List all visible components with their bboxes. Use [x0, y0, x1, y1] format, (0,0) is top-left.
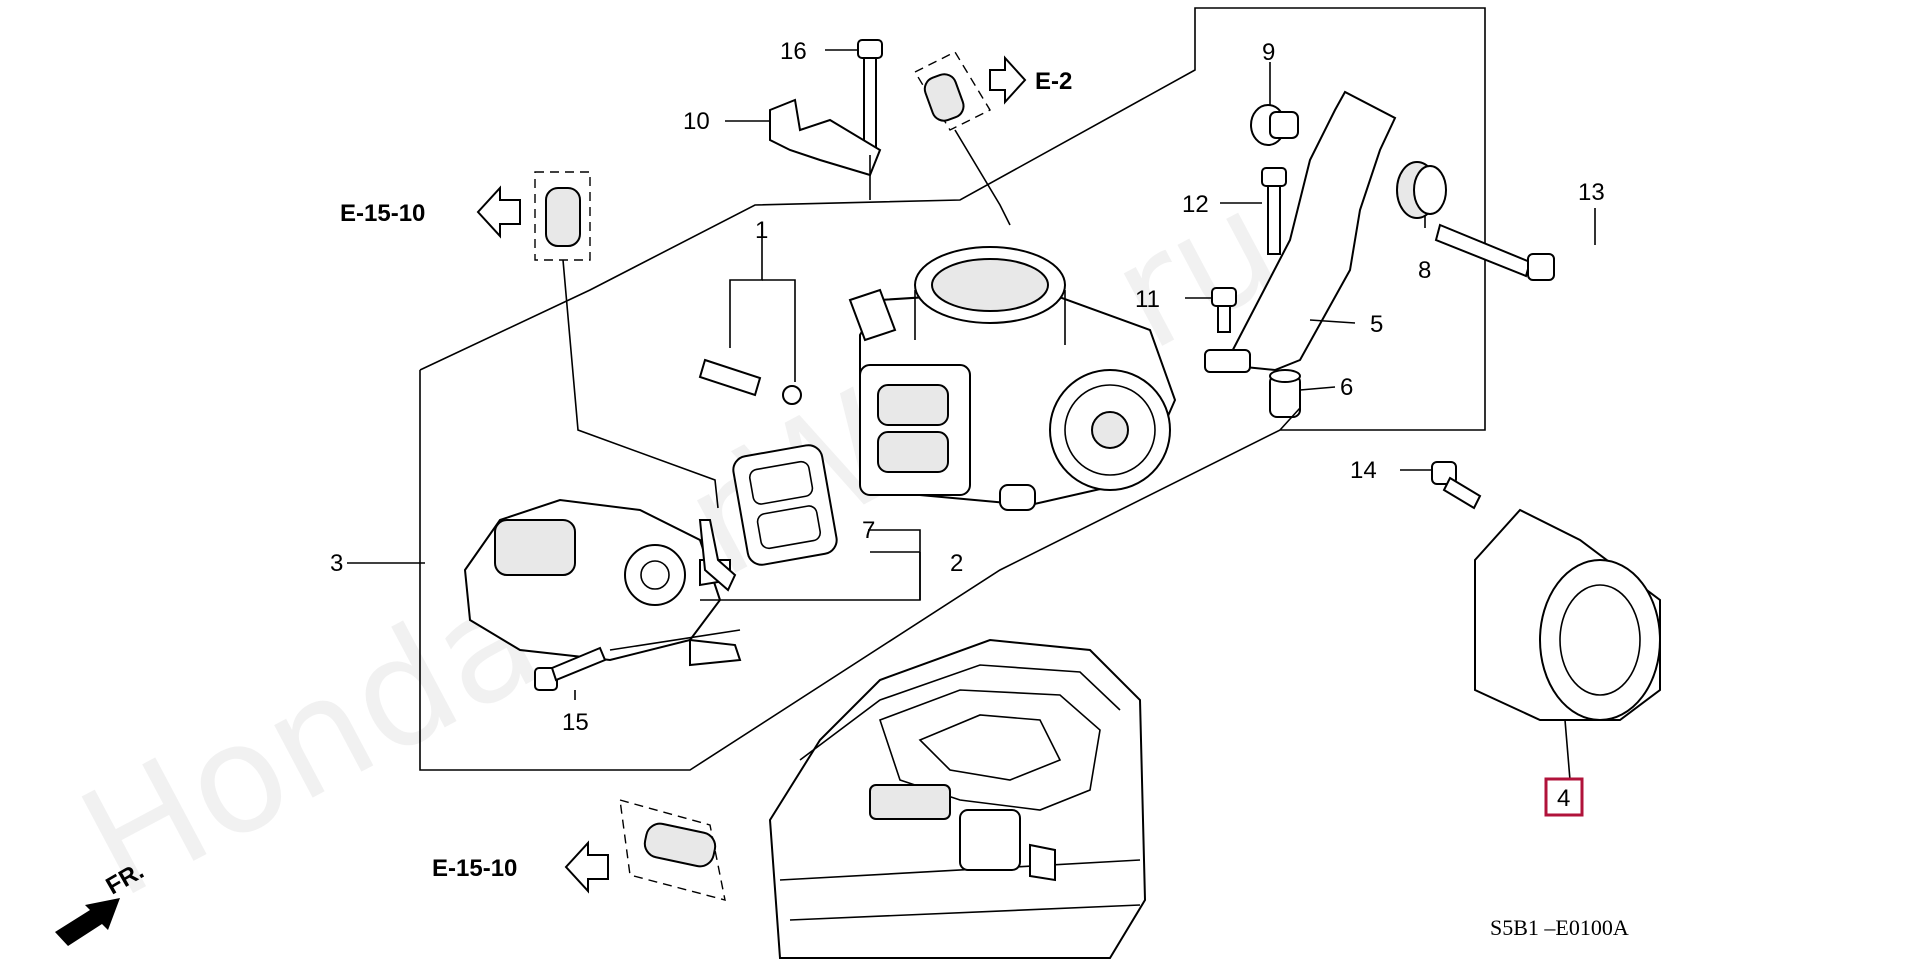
hose-e2	[914, 51, 991, 131]
bolt-13	[1434, 223, 1555, 281]
callout-6: 6	[1340, 374, 1353, 401]
hose-e1510-bottom	[619, 799, 726, 901]
throttle-cover-4	[1474, 508, 1661, 721]
bracket-10	[769, 98, 882, 177]
leader-lines	[347, 49, 1596, 700]
ref-arrow-e1510-bottom	[564, 840, 609, 894]
guide-lines	[562, 129, 1571, 781]
ref-arrow-e1510-top	[476, 185, 521, 239]
callouts: 1 2 3 5 6 7 8 9 10 11 12 13 14 15 16	[330, 38, 1605, 736]
bolt-12	[1261, 167, 1287, 255]
callout-10: 10	[683, 108, 710, 135]
ref-label-e1510-bottom: E-15-10	[432, 855, 517, 882]
bolt-15	[534, 646, 607, 691]
callout-7: 7	[862, 517, 875, 544]
callout-3: 3	[330, 550, 343, 577]
callout-16: 16	[780, 38, 807, 65]
bolt-11	[1211, 287, 1237, 333]
collar-9	[1250, 104, 1299, 146]
callout-14: 14	[1350, 457, 1377, 484]
callout-2: 2	[950, 550, 963, 577]
ref-label-e2: E-2	[1035, 68, 1072, 95]
gasket-7	[732, 444, 838, 566]
screw-set-1	[698, 358, 802, 405]
callout-8: 8	[1418, 257, 1431, 284]
hose-e1510-top	[534, 171, 591, 261]
ref-label-e1510-top: E-15-10	[340, 200, 425, 227]
callout-5: 5	[1370, 311, 1383, 338]
callout-1: 1	[755, 217, 768, 244]
callout-4: 4	[1557, 785, 1570, 812]
ref-arrow-e2	[989, 55, 1027, 105]
callout-11: 11	[1135, 286, 1160, 313]
collar-6	[1269, 369, 1301, 418]
bolt-16	[857, 39, 883, 154]
callout-9: 9	[1262, 39, 1275, 66]
callout-13: 13	[1578, 179, 1605, 206]
callout-4-box: 4	[1544, 777, 1584, 817]
grommet-8	[1396, 161, 1447, 219]
diagram-code: S5B1 –E0100A	[1490, 915, 1629, 940]
bolt-14	[1431, 461, 1482, 510]
bracket-5	[1204, 90, 1397, 373]
callout-12: 12	[1182, 191, 1209, 218]
callout-15: 15	[562, 709, 589, 736]
throttle-body	[848, 246, 1177, 511]
assembly-boundary	[419, 7, 1486, 771]
intake-manifold	[768, 638, 1147, 959]
